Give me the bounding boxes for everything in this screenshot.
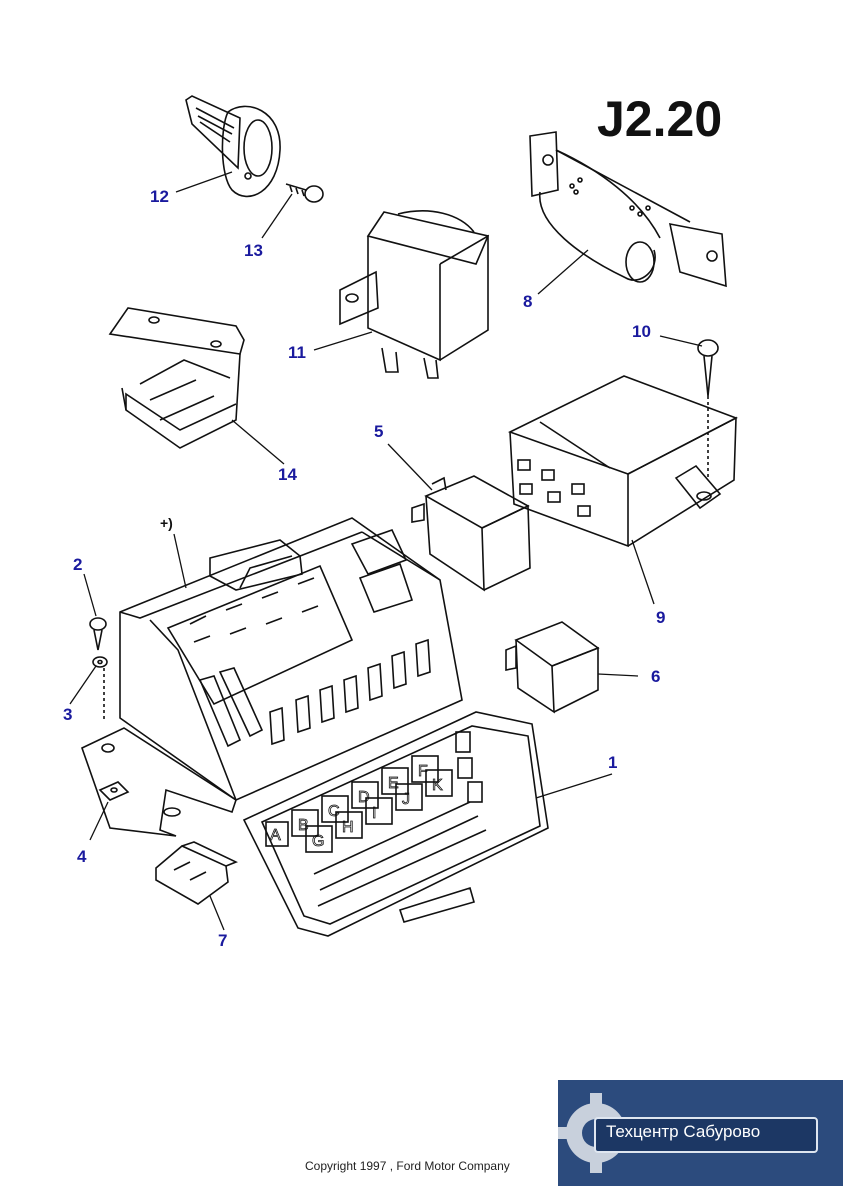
nut-part — [98, 781, 130, 801]
callout-4: 4 — [77, 847, 87, 866]
bracket-part — [108, 307, 245, 449]
callout-7: 7 — [218, 931, 227, 950]
cover-letter-j: J — [402, 791, 410, 808]
cover-letter-c: C — [328, 803, 340, 820]
fuse-part — [155, 841, 238, 905]
fusebox-housing-part: +) — [81, 515, 463, 837]
callout-6: 6 — [651, 667, 660, 686]
relay-part — [339, 210, 490, 379]
callout-2: 2 — [73, 555, 82, 574]
cover-letter-i: I — [372, 805, 376, 822]
callout-1: 1 — [608, 753, 617, 772]
callout-9: 9 — [656, 608, 665, 627]
washer-part — [92, 656, 108, 720]
callout-10: 10 — [632, 322, 651, 341]
callout-14: 14 — [278, 465, 297, 484]
cover-letter-g: G — [312, 833, 324, 850]
cover-letter-a: A — [270, 827, 281, 844]
callout-5: 5 — [374, 422, 383, 441]
grommet-part — [185, 95, 281, 198]
screw-2-part — [89, 617, 107, 651]
callout-8: 8 — [523, 292, 532, 311]
callout-11: 11 — [288, 343, 306, 362]
relay-6-part — [505, 621, 600, 714]
logo: Техцентр Сабурово — [558, 1080, 843, 1186]
callout-13: 13 — [244, 241, 263, 260]
cover-letter-b: B — [298, 817, 309, 834]
fusebox-cover-part — [242, 711, 549, 937]
screw-part — [285, 183, 324, 203]
callout-3: 3 — [63, 705, 72, 724]
callout-labels: 1 2 3 4 5 6 7 8 9 10 11 12 13 14 — [63, 187, 665, 950]
relay-5-part — [411, 475, 531, 592]
cover-letters: A B C D E F G H I J K — [270, 763, 444, 851]
leader-lines — [69, 171, 703, 931]
cover-letter-h: H — [342, 819, 354, 836]
plus-mark: +) — [160, 515, 173, 531]
callout-12: 12 — [150, 187, 169, 206]
cover-letter-d: D — [358, 789, 370, 806]
suppressor-part — [529, 131, 727, 288]
control-module-part — [507, 375, 738, 548]
cover-letter-e: E — [388, 775, 399, 792]
logo-text: Техцентр Сабурово — [606, 1122, 761, 1141]
screw-10-part — [697, 339, 719, 480]
copyright-text: Copyright 1997 , Ford Motor Company — [305, 1159, 510, 1173]
cover-letter-k: K — [432, 777, 443, 794]
cover-letter-f: F — [418, 763, 428, 780]
diagram-code: J2.20 — [597, 91, 722, 147]
logo-band — [594, 1117, 818, 1153]
